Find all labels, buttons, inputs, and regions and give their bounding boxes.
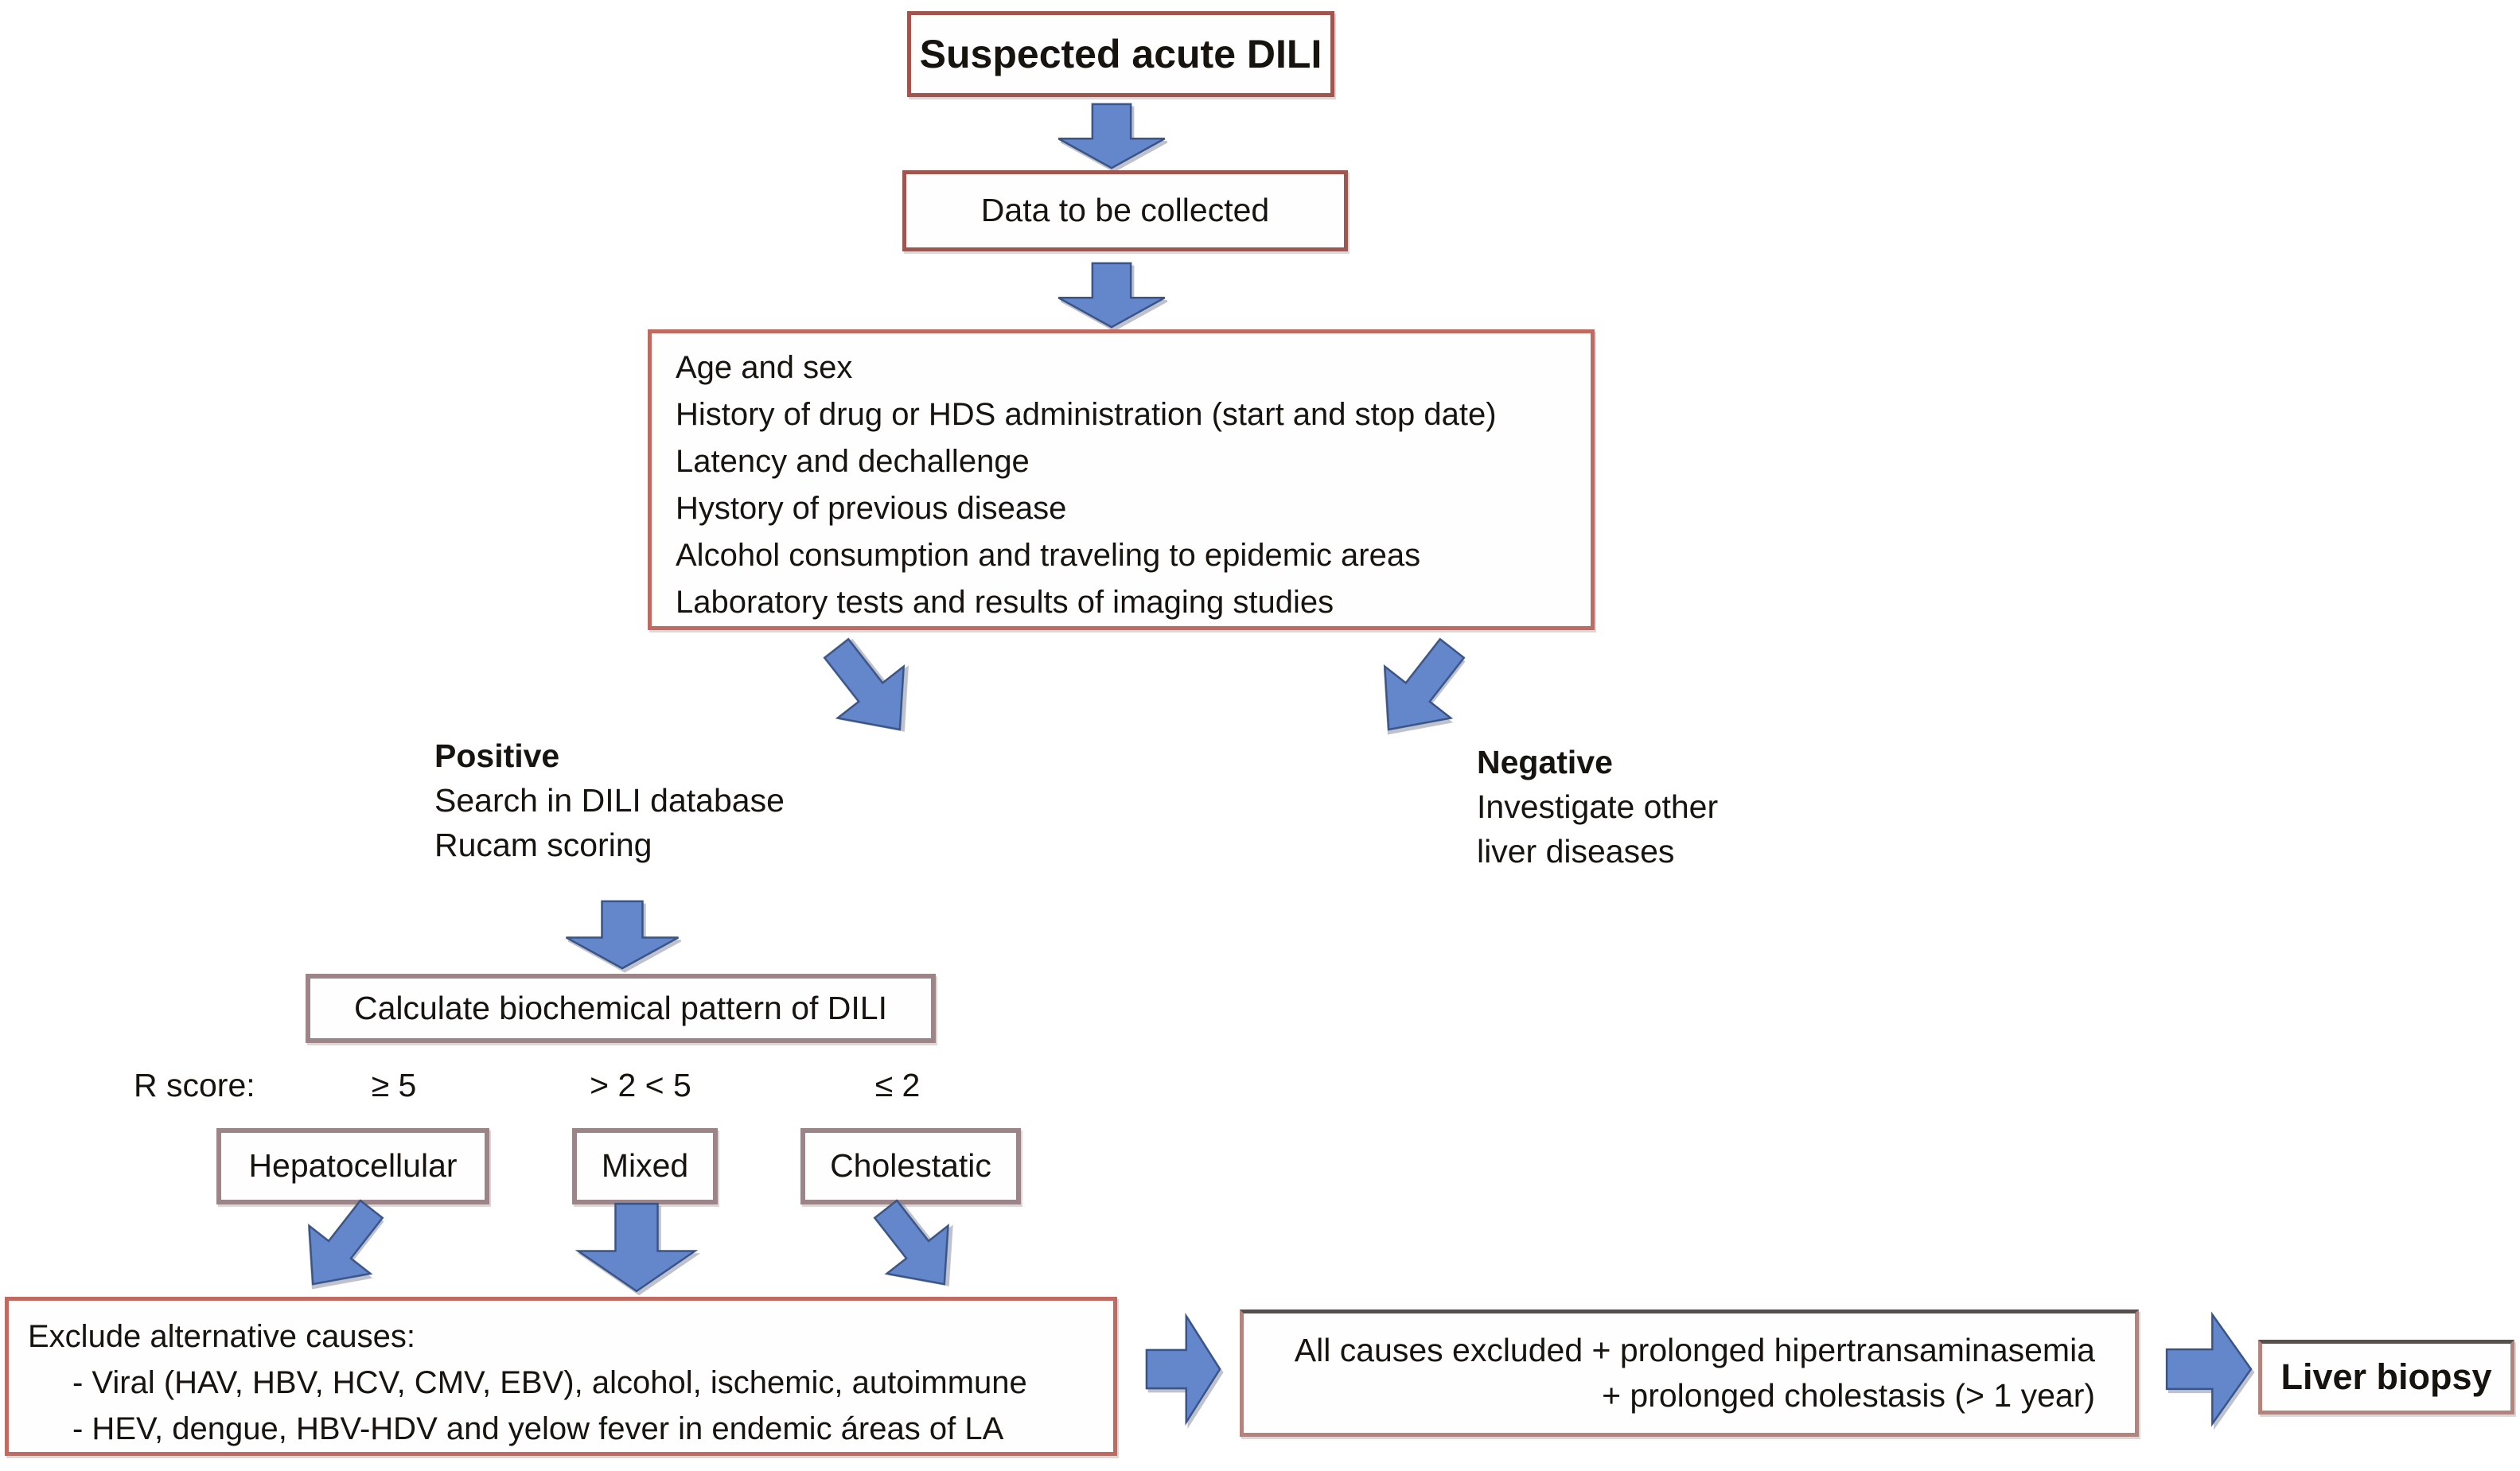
data-item: Latency and dechallenge	[676, 444, 1030, 479]
mixed-label: Mixed	[601, 1147, 689, 1185]
data-item: History of drug or HDS administration (s…	[676, 397, 1497, 432]
all-causes-box: All causes excluded + prolonged hipertra…	[1240, 1310, 2139, 1437]
branch-arrow-negative-icon	[1353, 621, 1488, 758]
cholestatic-box: Cholestatic	[800, 1128, 1021, 1204]
negative-branch: Negative Investigate other liver disease…	[1477, 740, 1718, 874]
suspected-dili-box: Suspected acute DILI	[907, 11, 1334, 97]
data-item: Laboratory tests and results of imaging …	[676, 585, 1334, 620]
right-arrow-icon	[1146, 1313, 1221, 1426]
liver-biopsy-box: Liver biopsy	[2258, 1340, 2514, 1415]
data-item: Alcohol consumption and traveling to epi…	[676, 538, 1421, 573]
patient-data-box: Age and sex History of drug or HDS admin…	[648, 329, 1595, 630]
calc-pattern-box: Calculate biochemical pattern of DILI	[306, 974, 936, 1043]
negative-branch-line: Investigate other	[1477, 788, 1719, 825]
data-collected-box: Data to be collected	[902, 170, 1348, 251]
data-item: Hystory of previous disease	[676, 491, 1067, 526]
negative-branch-title: Negative	[1477, 744, 1613, 780]
down-arrow-icon	[574, 1203, 699, 1292]
positive-branch: Positive Search in DILI database Rucam s…	[434, 734, 785, 867]
suspected-dili-label: Suspected acute DILI	[919, 32, 1322, 76]
liver-biopsy-label: Liver biopsy	[2280, 1356, 2492, 1397]
r-score-label: R score:	[134, 1067, 255, 1103]
cholestatic-label: Cholestatic	[830, 1147, 991, 1185]
tilted-down-arrow-icon	[852, 1183, 977, 1310]
down-arrow-icon	[1055, 263, 1168, 328]
positive-branch-line: Rucam scoring	[434, 827, 652, 863]
down-arrow-icon	[1055, 103, 1168, 169]
positive-branch-title: Positive	[434, 737, 560, 774]
exclude-causes-title: Exclude alternative causes:	[28, 1319, 415, 1354]
all-causes-line: All causes excluded + prolonged hipertra…	[1294, 1332, 2095, 1368]
data-item: Age and sex	[676, 350, 853, 385]
r-score-hepatocellular-value: ≥ 5	[371, 1067, 417, 1103]
tilted-down-arrow-icon	[279, 1183, 404, 1310]
exclude-cause-item: - HEV, dengue, HBV-HDV and yelow fever i…	[72, 1411, 1004, 1446]
right-arrow-icon	[2166, 1311, 2252, 1427]
all-causes-line: + prolonged cholestasis (> 1 year)	[1602, 1377, 2095, 1414]
hepatocellular-box: Hepatocellular	[216, 1128, 489, 1204]
r-score-cholestatic-value: ≤ 2	[874, 1067, 921, 1103]
branch-arrow-positive-icon	[800, 621, 936, 758]
down-arrow-icon	[563, 901, 682, 969]
exclude-cause-item: - Viral (HAV, HBV, HCV, CMV, EBV), alcoh…	[72, 1365, 1027, 1400]
hepatocellular-label: Hepatocellular	[248, 1147, 458, 1185]
negative-branch-line: liver diseases	[1477, 833, 1675, 870]
exclude-causes-box: Exclude alternative causes: - Viral (HAV…	[5, 1297, 1117, 1456]
mixed-box: Mixed	[572, 1128, 718, 1204]
calc-pattern-label: Calculate biochemical pattern of DILI	[353, 989, 887, 1026]
positive-branch-line: Search in DILI database	[434, 782, 785, 819]
data-collected-label: Data to be collected	[980, 192, 1270, 229]
r-score-mixed-value: > 2 < 5	[590, 1067, 691, 1103]
